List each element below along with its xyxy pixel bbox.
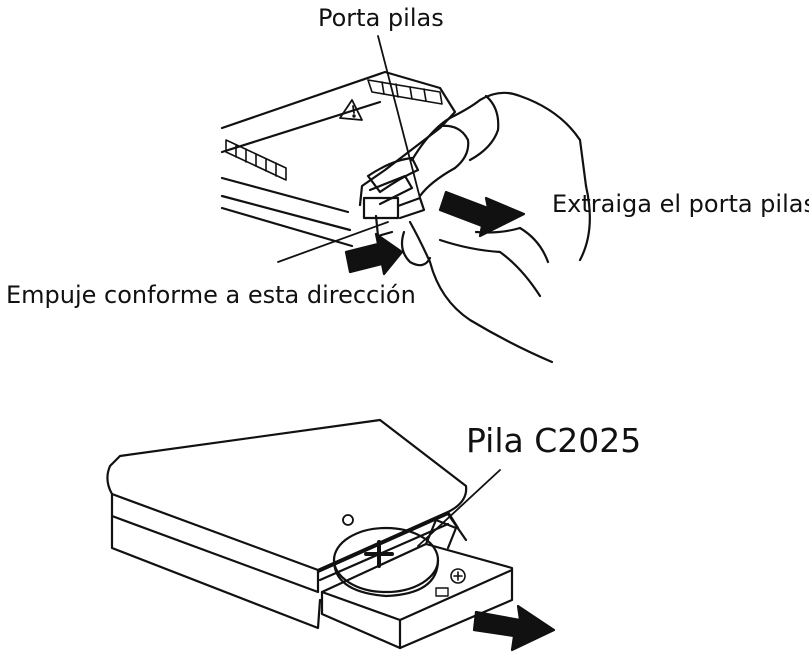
top-remote-buttons <box>225 139 287 181</box>
pila-leader <box>417 469 501 547</box>
coin-battery <box>332 526 440 598</box>
push-arrow-icon <box>344 232 404 276</box>
warning-triangle-icon <box>339 99 363 121</box>
label-pila: Pila C2025 <box>466 421 642 460</box>
battery-tray <box>320 518 514 650</box>
pull-arrow-icon <box>438 190 526 238</box>
plus-icon <box>364 540 394 568</box>
top-battery-holder <box>362 156 426 238</box>
porta-pilas-leader <box>377 35 421 199</box>
tray-plus-icon <box>450 568 466 584</box>
empuje-leader <box>277 221 389 263</box>
label-empuje: Empuje conforme a esta dirección <box>6 281 416 309</box>
insert-arrow-icon <box>472 604 556 652</box>
hand-illustration <box>400 91 591 364</box>
label-porta-pilas: Porta pilas <box>318 4 444 32</box>
indicator-dot <box>342 514 354 526</box>
top-remote <box>220 35 457 263</box>
bottom-remote <box>106 418 468 630</box>
label-extraiga: Extraiga el porta pilas <box>552 190 809 218</box>
